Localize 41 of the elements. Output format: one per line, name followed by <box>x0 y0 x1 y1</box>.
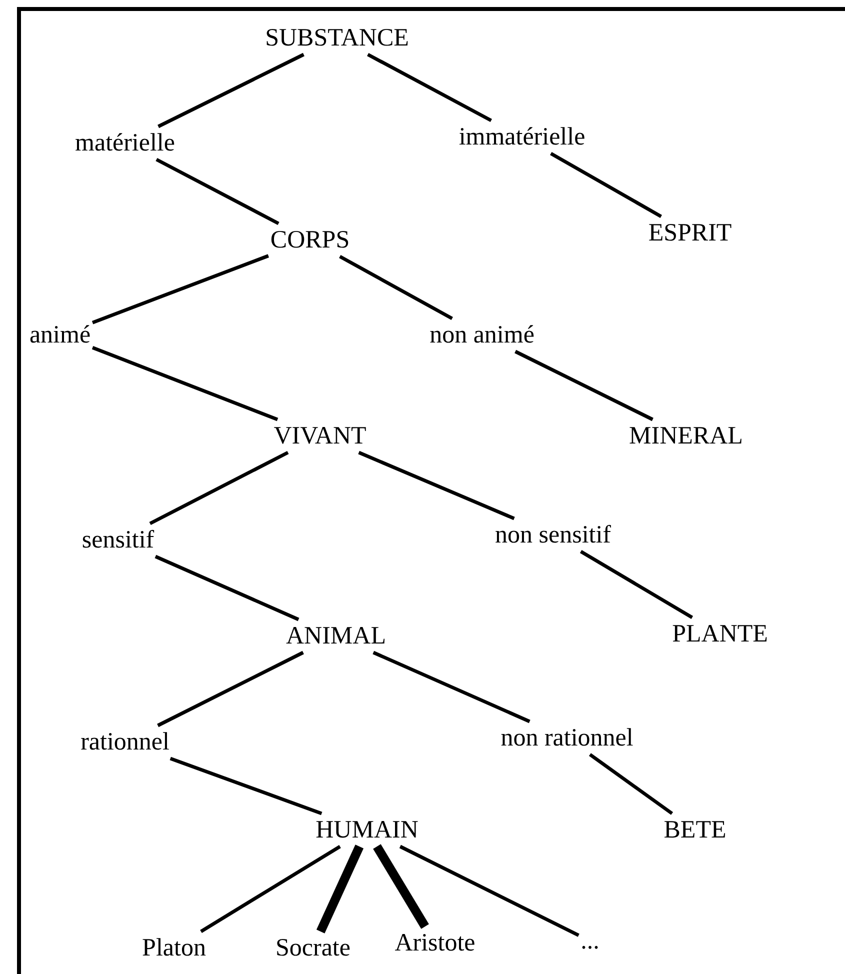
category-label: immatérielle <box>456 120 588 154</box>
category-label: animé <box>27 318 93 352</box>
branch-line <box>358 450 515 520</box>
category-label: MINERAL <box>627 420 745 452</box>
branch-line <box>372 650 530 724</box>
category-label: ANIMAL <box>284 620 388 652</box>
branch-line <box>373 844 429 929</box>
category-label: PLANTE <box>670 618 770 650</box>
branch-line <box>92 254 270 324</box>
branch-line <box>514 350 654 422</box>
category-label: non animé <box>428 318 536 352</box>
branch-line <box>367 52 492 122</box>
category-label: non sensitif <box>493 518 613 552</box>
branch-line <box>154 554 300 622</box>
branch-line <box>399 844 580 937</box>
category-label: BETE <box>662 814 728 846</box>
branch-line <box>157 650 304 728</box>
branch-line <box>156 158 280 226</box>
branch-line <box>92 346 278 422</box>
branch-line <box>158 52 304 128</box>
branch-line <box>550 152 662 218</box>
branch-line <box>170 756 322 816</box>
category-label: rationnel <box>78 726 172 758</box>
branch-line <box>588 753 674 815</box>
category-label: ... <box>578 924 602 958</box>
category-label: sensitif <box>80 524 156 556</box>
branch-line <box>149 450 289 526</box>
category-label: matérielle <box>73 126 177 160</box>
category-label: ESPRIT <box>646 216 734 250</box>
branch-line <box>339 254 453 320</box>
category-label: HUMAIN <box>314 814 420 846</box>
category-label: non rationnel <box>498 722 636 754</box>
branch-line <box>580 550 694 619</box>
category-label: CORPS <box>268 224 352 256</box>
branch-line <box>200 845 341 933</box>
category-label: SUBSTANCE <box>263 22 411 54</box>
category-label: Aristote <box>392 926 478 960</box>
category-label: VIVANT <box>272 420 368 452</box>
branch-line <box>316 844 364 934</box>
category-label: Socrate <box>274 932 352 964</box>
category-label: Platon <box>140 932 208 964</box>
